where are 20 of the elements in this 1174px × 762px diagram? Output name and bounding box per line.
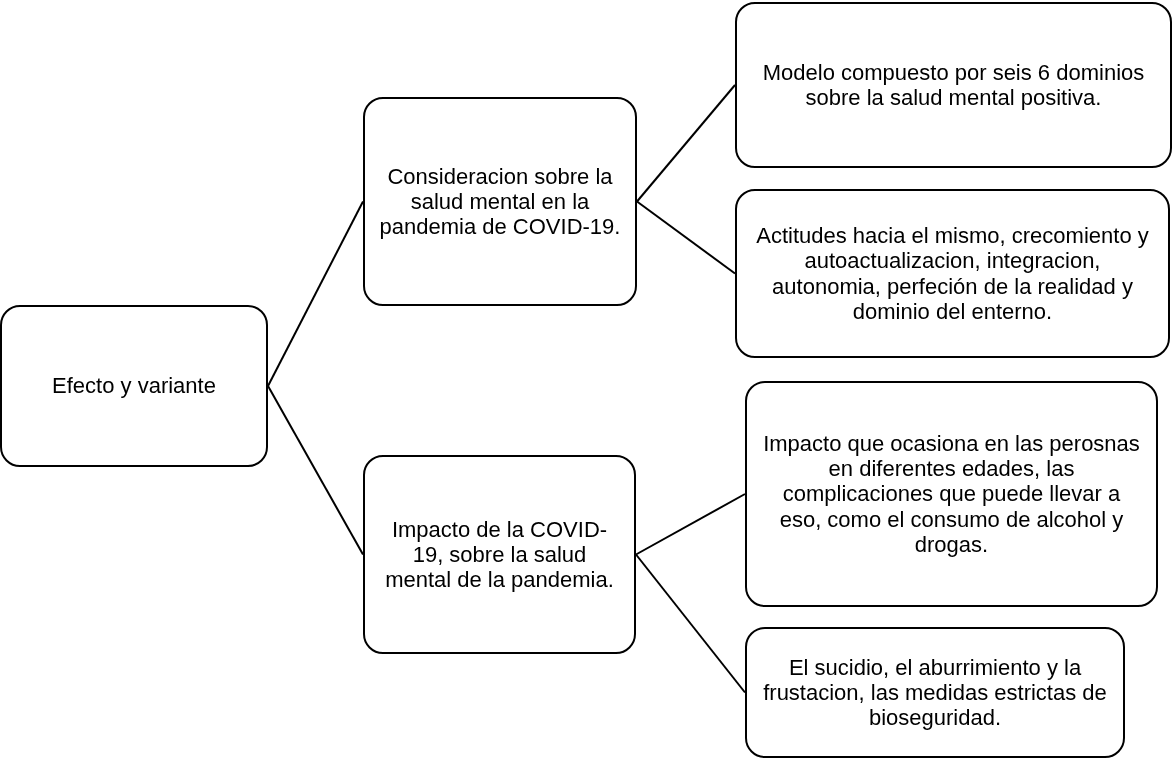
box-text: Efecto y variante [52,373,216,399]
box-text: Modelo compuesto por seis 6 dominios sobre la salud mental positiva. [761,59,1146,111]
rounded-box [735,189,1170,358]
rounded-box [745,627,1125,758]
connector-line [635,553,746,694]
box-text: Impacto que ocasiona en las perosnas en diferentes edades, las complicaciones que puede llevar a eso, como el consumo de alcohol y drogas. [762,430,1141,558]
box-text: El sucidio, el aburrimiento y la frustacion, las medidas estrictas de bioseguridad. [762,654,1108,731]
connector-line [636,200,736,275]
rounded-box [363,455,636,654]
box-text: Actitudes hacia el mismo, crecomiento y autoactualizacion, integracion, autonomia, perfeción de la realidad y dominio del enterno. [755,222,1150,325]
connector-line [267,385,364,556]
rounded-box [745,381,1158,607]
connector-line [635,493,746,556]
connector-line [636,84,736,203]
rounded-box [735,2,1172,168]
box-text: Consideracion sobre la salud mental en la pandemia de COVID-19. [378,163,622,240]
connector-line [267,200,364,387]
box-text: Impacto de la COVID-19, sobre la salud mental de la pandemia. [384,516,615,593]
rounded-box [0,305,268,467]
rounded-box [363,97,637,306]
